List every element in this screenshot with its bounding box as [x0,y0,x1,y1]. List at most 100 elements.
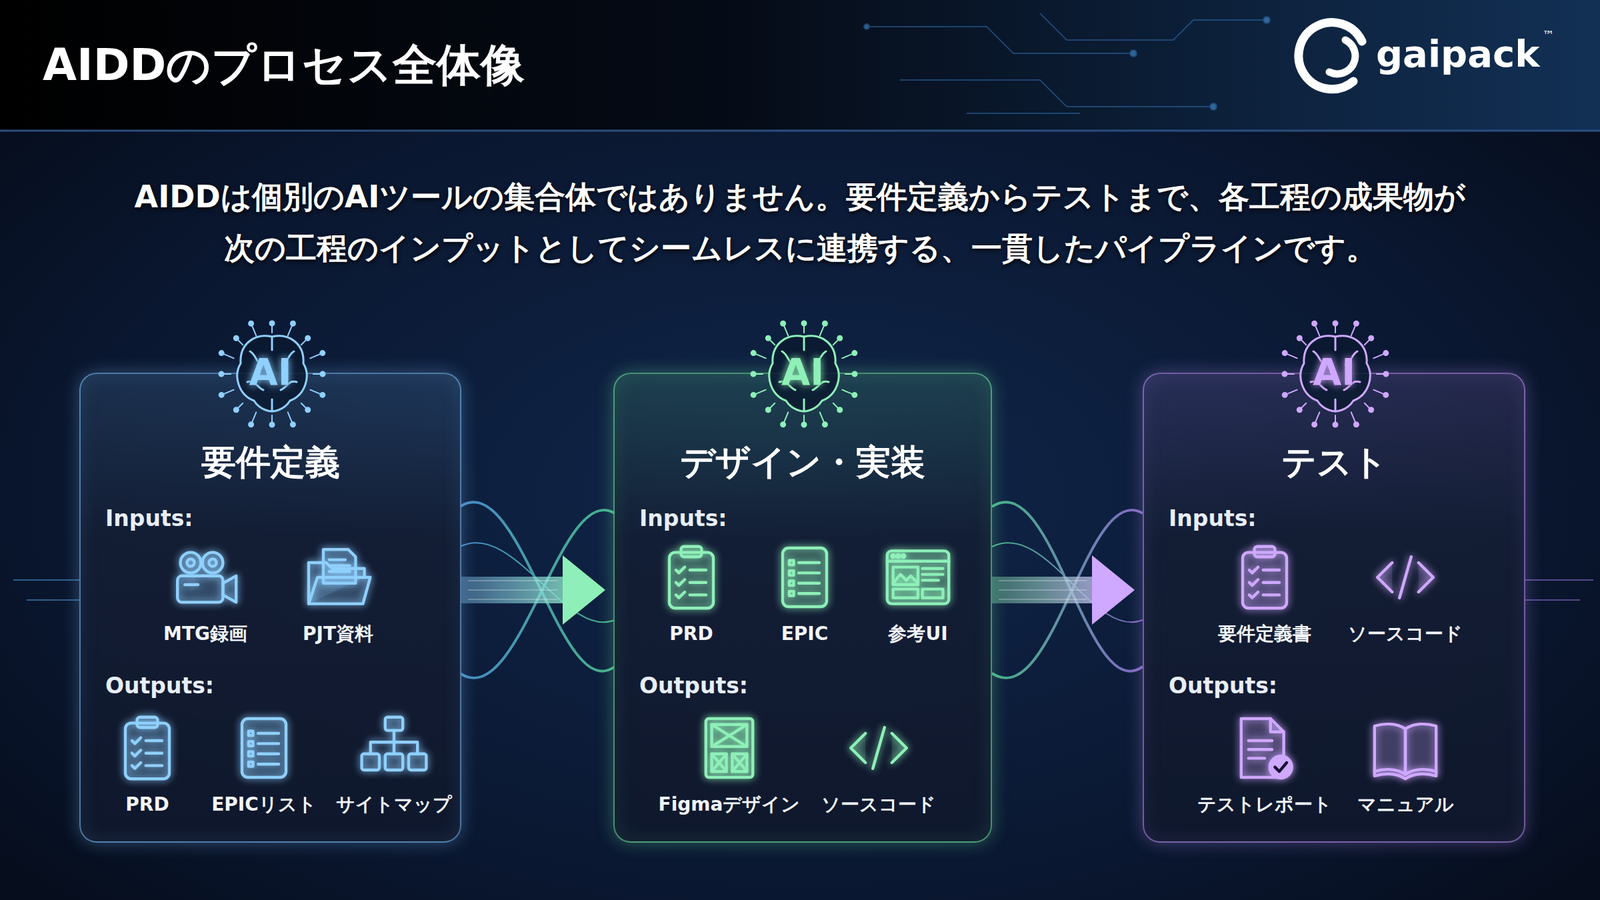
drawn-circle [248,422,253,427]
drawn-path [1274,762,1287,772]
drawn-circle [1297,408,1302,412]
drawn-rect [385,754,403,770]
artifact-item: MTG録画 [163,540,248,646]
drawn-g [1241,718,1292,778]
trademark: ™ [1542,28,1554,43]
drawn-circle [1312,422,1317,427]
drawn-circle [838,408,842,412]
drawn-rect [706,718,753,778]
drawn-circle [320,372,325,376]
artifact-label: PRD [654,622,728,646]
drawn-line [1263,581,1280,584]
drawn-rect [362,754,380,770]
drawn-g [850,727,907,769]
drawn-line [1263,593,1280,596]
title-bar-edge [0,130,1600,132]
drawn-path [850,733,866,763]
drawn-rect [385,717,403,731]
drawn-line [887,560,949,563]
drawn-circle [766,336,770,340]
stage-heading: テスト [1144,440,1524,484]
drawn-line [690,593,706,596]
drawn-g [177,552,236,603]
drawn-path [1374,771,1436,779]
drawn-circle [219,351,224,356]
stage-panel: AIデザイン・実装Inputs:Outputs:PRDEPIC参考UIFigma… [613,372,992,843]
drawn-line [146,739,162,742]
drawn-rect [248,741,254,746]
drawn-path [1399,556,1412,598]
drawn-g [1377,556,1434,598]
drawn-rect [248,762,254,767]
artifact-label: サイトマップ [336,792,452,817]
drawn-circle [852,351,857,356]
drawn-g [1374,724,1436,779]
drawn-line [1525,599,1580,601]
drawn-path [1418,562,1434,592]
drawn-path [712,724,748,747]
circuit-trace [998,580,1087,582]
artifact-item: ソースコード [1348,540,1463,646]
drawn-path [872,727,885,769]
drawn-g [308,549,370,604]
drawn-circle [1282,372,1287,376]
drawn-path [132,738,141,744]
artifact-label: PRD [110,792,184,817]
drawn-path [370,730,418,754]
inputs-heading: Inputs: [1168,504,1257,533]
artifact-label: Figmaデザイン [658,792,801,817]
drawn-circle [270,422,274,427]
circuit-trace [468,598,558,600]
drawn-circle [186,559,194,567]
drawn-path [1405,724,1436,774]
drawn-rect [893,567,918,585]
drawn-circle [248,321,253,326]
drawn-line [1263,568,1280,572]
artifact-icon [881,540,955,614]
drawn-path [460,502,615,672]
stage-heading: 要件定義 [80,440,460,484]
drawn-path [900,80,1214,107]
drawn-g [1242,546,1287,608]
drawn-g [362,717,427,770]
artifact-label: PJT資料 [301,622,375,646]
artifact-icon [768,540,842,614]
drawn-circle [1297,336,1302,340]
flow-arrow [461,576,563,604]
drawn-path [676,579,685,586]
drawn-path [712,754,748,772]
drawn-circle [1384,351,1388,356]
drawn-circle [802,422,806,427]
drawn-path [1377,562,1392,592]
drawn-rect [922,589,944,598]
drawn-circle [781,321,786,326]
drawn-circle [202,552,224,574]
artifact-label: マニュアル [1357,792,1454,817]
drawn-g [669,546,714,608]
drawn-g [242,718,286,778]
artifact-label: EPICリスト [211,792,317,817]
drawn-line [798,571,820,574]
drawn-circle [852,392,857,397]
drawn-rect [248,731,254,736]
drawn-path [132,762,141,769]
drawn-rect [789,591,794,596]
circuit-decoration [864,13,1270,114]
inputs-heading: Inputs: [639,504,728,533]
logo-wordmark: gaipack [1376,30,1540,78]
drawn-g [125,717,170,779]
drawn-circle [1333,321,1338,326]
drawn-path [1270,718,1284,732]
drawn-circle [751,392,756,397]
drawn-circle [1384,372,1388,376]
drawn-rect [242,718,286,778]
drawn-path [893,574,918,584]
artifact-icon [692,711,766,785]
drawn-circle [234,336,238,340]
drawn-circle [1369,408,1374,412]
drawn-circle [751,372,756,376]
drawn-line [690,568,706,572]
drawn-rect [789,581,794,586]
drawn-line [258,742,279,745]
drawn-line [184,583,198,586]
